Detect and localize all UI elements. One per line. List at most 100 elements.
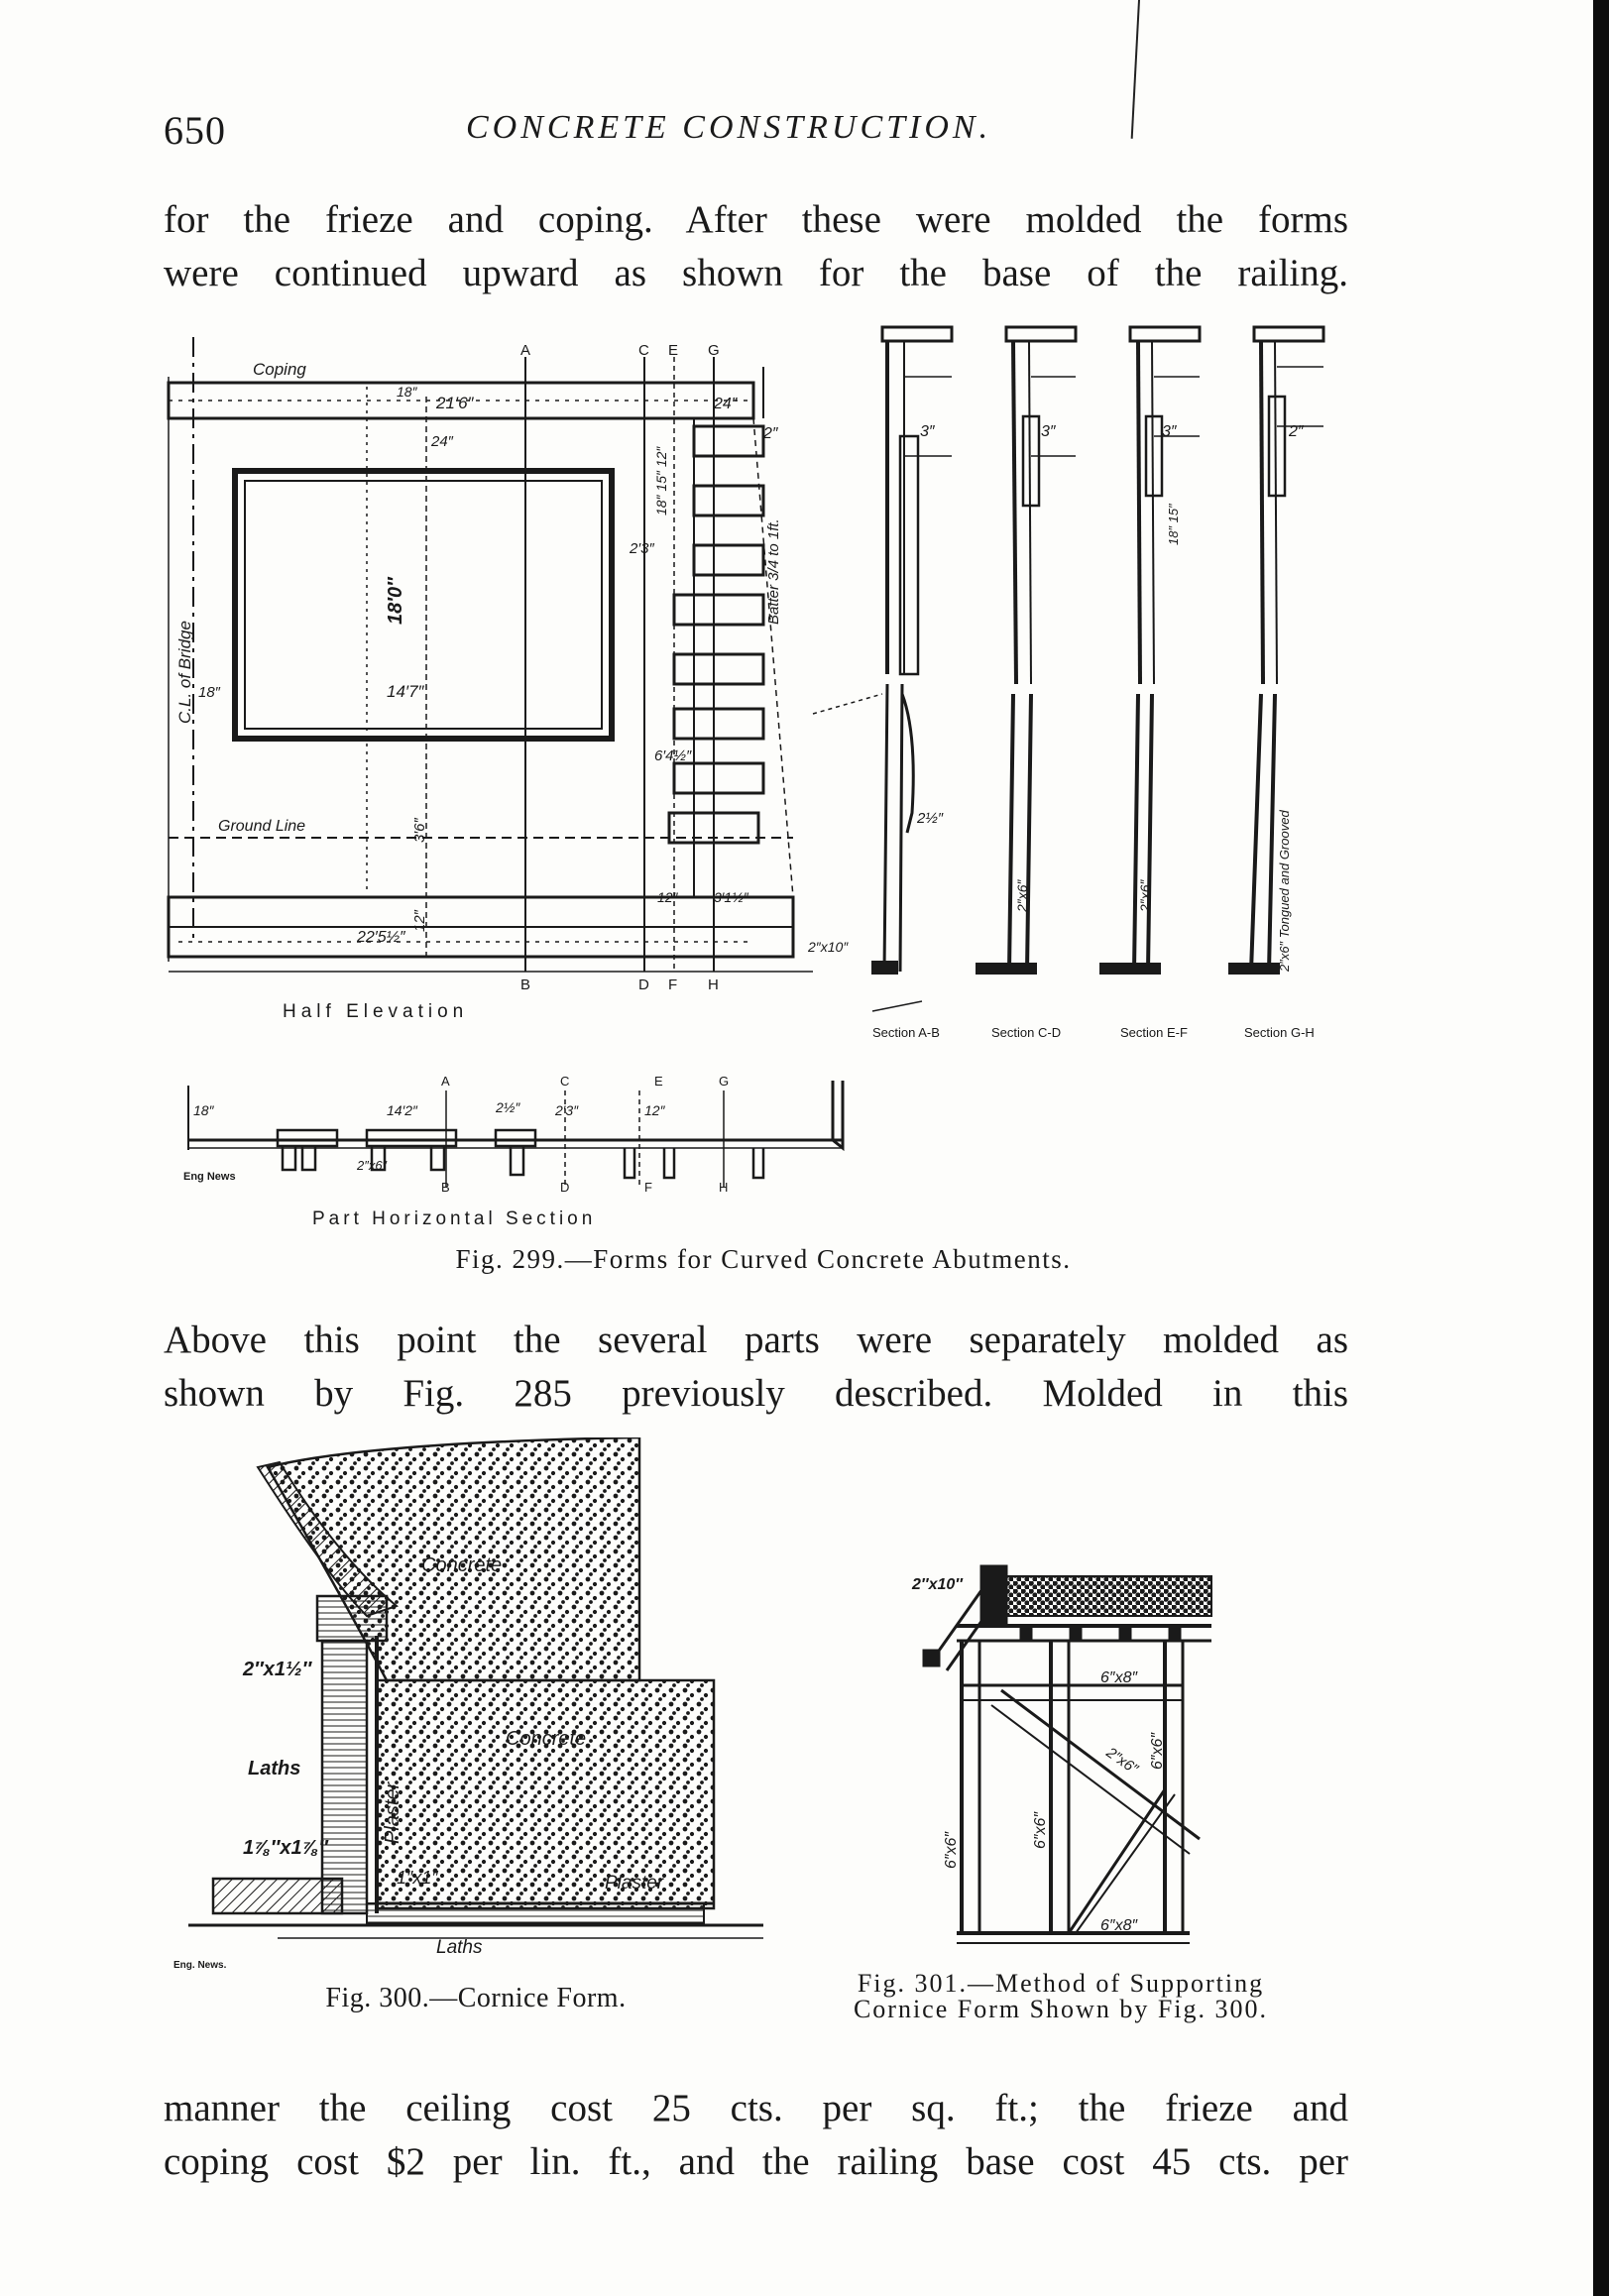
paragraph-line: shown by Fig. 285 previously described. … [164, 1372, 1348, 1415]
tick-e: E [668, 342, 678, 359]
hs-tick-c: C [560, 1074, 569, 1089]
label-beam-top: 6″x8″ [1100, 1669, 1138, 1686]
section-ab-label: Section A-B [872, 1025, 940, 1040]
dim-18-top: 18″ [397, 384, 418, 400]
dim-21-6: 21′6″ [435, 394, 475, 412]
hs-dim-14-2: 14′2″ [387, 1102, 418, 1118]
figure-299-sections: 3″ 2½″ 2″x10″ Section A-B 3″ 2″x6″ Secti… [807, 325, 1325, 1040]
section-ef-plank: 2″x6″ [1137, 878, 1153, 913]
figure-301-caption-line-1: Fig. 301.—Method of Supporting [857, 1969, 1265, 1998]
hs-tick-a: A [441, 1074, 450, 1089]
section-cd-label: Section C-D [991, 1025, 1061, 1040]
section-gh-top-dim: 2″ [1288, 423, 1305, 440]
figure-300-caption: Fig. 300.—Cornice Form. [325, 1983, 627, 2013]
paragraph-3: manner the ceiling cost 25 cts. per sq. … [164, 2082, 1348, 2189]
hs-dim-12: 12″ [644, 1102, 666, 1118]
dim-12: 12″ [411, 909, 428, 932]
paragraph-1: for the frieze and coping. After these w… [164, 193, 1348, 300]
hs-dim-18: 18″ [193, 1102, 215, 1118]
dim-2-coping: 2″ [762, 425, 779, 442]
hs-tick-g: G [719, 1074, 729, 1089]
paragraph-line: manner the ceiling cost 25 cts. per sq. … [164, 2087, 1348, 2129]
tick-f: F [668, 976, 677, 993]
tick-d: D [638, 976, 649, 993]
paragraph-line: coping cost $2 per lin. ft., and the rai… [164, 2140, 1348, 2183]
label-concrete-mid: Concrete [506, 1728, 586, 1750]
label-concrete-top: Concrete [421, 1554, 502, 1576]
section-ef-label: Section E-F [1120, 1025, 1188, 1040]
label-sill: 6″x8″ [1100, 1917, 1138, 1934]
dim-3-1-half: 3′1½″ [714, 889, 749, 905]
dim-2-3: 2′3″ [629, 540, 654, 557]
dim-24-top: 24″ [430, 433, 454, 450]
hs-dim-2x6: 2″x6″ [356, 1158, 388, 1173]
dim-22-5-half: 22′5½″ [356, 929, 406, 946]
label-post-mid: 6″x6″ [1032, 1811, 1049, 1849]
dim-6-4-half: 6′4½″ [654, 747, 692, 764]
section-ab-bottom-dim: 2½″ [916, 810, 944, 827]
running-title: CONCRETE CONSTRUCTION. [466, 109, 992, 146]
tick-a: A [520, 342, 530, 359]
tick-b: B [520, 976, 530, 993]
section-ef-bottom-dim: 18″ 15″ [1166, 504, 1181, 545]
scan-edge-shadow [1593, 0, 1609, 2296]
eng-news-label: Eng. News. [173, 1960, 227, 1971]
label-batten-1: 2″x1½″ [242, 1659, 313, 1680]
figure-299-caption: Fig. 299.—Forms for Curved Concrete Abut… [455, 1244, 1072, 1274]
tick-g: G [708, 342, 720, 359]
section-ef-top-dim: 3″ [1162, 423, 1178, 440]
dim-18-15-12: 18″ 15″ 12″ [653, 446, 669, 516]
section-e-f: 3″ 18″ 15″ 2″x6″ Section E-F [1099, 325, 1202, 1040]
label-post-left: 6″x6″ [943, 1831, 960, 1869]
section-gh-label: Section G-H [1244, 1025, 1315, 1040]
label-batter: Batter 3/4 to 1ft. [765, 518, 782, 625]
dim-14-7: 14′7″ [387, 682, 425, 701]
hs-dim-2-3: 2′3″ [554, 1102, 579, 1118]
page-header: 650 CONCRETE CONSTRUCTION. [164, 107, 1353, 157]
half-elevation-title: Half Elevation [283, 1001, 468, 1022]
label-cl-bridge: C.L. of Bridge [175, 621, 194, 724]
dim-3-6: 3′6″ [411, 818, 428, 843]
paragraph-2: Above this point the several parts were … [164, 1314, 1348, 1421]
section-a-b: 3″ 2½″ 2″x10″ Section A-B [807, 325, 954, 1040]
label-strip-1x1: 1″x1″ [397, 1868, 438, 1888]
sill-label: 2″x10″ [807, 939, 849, 955]
paragraph-line: for the frieze and coping. After these w… [164, 198, 1348, 241]
label-plaster-vertical: Plaster [382, 1780, 403, 1844]
hs-tick-d: D [560, 1180, 569, 1195]
section-g-h: 2″ 2″x6″ Tongued and Grooved Section G-H [1228, 325, 1325, 1040]
hs-tick-e: E [654, 1074, 663, 1089]
dim-18-0: 18′0″ [385, 576, 406, 625]
dim-12-bottom: 12″ [657, 889, 679, 905]
label-batten-2: 1⅞″x1⅞″ [243, 1837, 329, 1859]
section-cd-top-dim: 3″ [1041, 423, 1057, 440]
dim-18-left: 18″ [198, 684, 221, 701]
figure-300-cornice-form: Concrete Concrete Plaster Plaster Laths … [173, 1437, 763, 1971]
dim-24-right: 24″ [713, 396, 739, 412]
hs-tick-h: H [719, 1180, 728, 1195]
section-gh-plank: 2″x6″ Tongued and Grooved [1277, 810, 1292, 973]
label-post-right: 6″x6″ [1149, 1732, 1166, 1770]
hs-eng-news-label: Eng News [183, 1171, 236, 1183]
section-ab-top-dim: 3″ [920, 423, 936, 440]
figure-301-caption: Fig. 301.—Method of Supporting Cornice F… [763, 1971, 1358, 2022]
figure-301-support-frame: 2″x10″ 6″x8″ 2″x6″ 6″x6″ 6″x6″ 6″x6″ 6″x… [911, 1564, 1212, 1944]
label-brace: 2″x6″ [1102, 1744, 1142, 1779]
label-top-plank: 2″x10″ [911, 1576, 964, 1593]
horizontal-section-title: Part Horizontal Section [312, 1208, 596, 1229]
section-cd-plank: 2″x6″ [1014, 878, 1030, 913]
paragraph-line: Above this point the several parts were … [164, 1319, 1348, 1361]
tick-h: H [708, 976, 719, 993]
label-laths-bottom: Laths [436, 1937, 483, 1958]
label-plaster-horizontal: Plaster [605, 1873, 664, 1894]
figure-301-caption-line-2: Cornice Form Shown by Fig. 300. [853, 1995, 1269, 2023]
label-coping: Coping [253, 360, 306, 379]
label-ground-line: Ground Line [218, 818, 305, 835]
page-number: 650 [164, 108, 226, 153]
hs-tick-f: F [644, 1180, 652, 1195]
label-laths-side: Laths [248, 1758, 300, 1779]
figure-299-horizontal-section: 18″ 14′2″ 2½″ 2′3″ 12″ 2″x6″ A C E G B D… [183, 1074, 845, 1229]
section-c-d: 3″ 2″x6″ Section C-D [976, 325, 1078, 1040]
hs-tick-b: B [441, 1180, 450, 1195]
